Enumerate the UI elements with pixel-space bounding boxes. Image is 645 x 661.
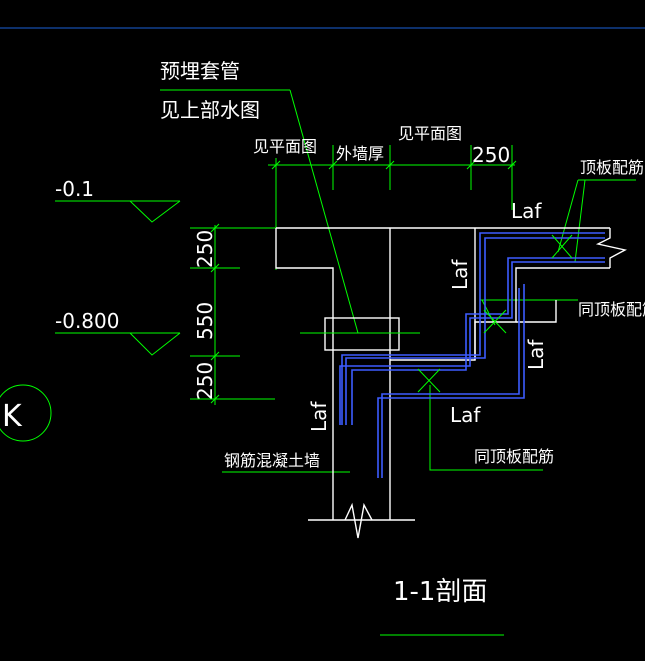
- label-dim-v-250-top: 250: [193, 230, 217, 268]
- label-top-slab-rebar: 顶板配筋: [580, 158, 644, 177]
- embedded-sleeve-box: [324, 317, 400, 351]
- label-laf-top: Laf: [511, 199, 542, 223]
- section-title: 1-1剖面: [393, 577, 487, 607]
- elevation-marker-2: [55, 332, 181, 356]
- rebar-cross-marks: [417, 234, 573, 393]
- label-axis-k: K: [2, 399, 23, 434]
- label-same-top-slab-rebar-bottom: 同顶板配筋: [474, 447, 554, 466]
- label-see-plan-right: 见平面图: [398, 124, 462, 143]
- label-dim-250-top: 250: [472, 143, 510, 167]
- label-elevation-1: -0.1: [55, 177, 94, 201]
- label-laf-right: Laf: [524, 339, 548, 370]
- leader-lines: [160, 89, 636, 473]
- label-laf-mid: Laf: [448, 259, 472, 290]
- label-laf-bottom: Laf: [450, 403, 481, 427]
- elevation-marker-1: [55, 200, 181, 223]
- label-rc-wall: 钢筋混凝土墙: [224, 451, 320, 470]
- left-dimension-chain: [190, 223, 285, 405]
- top-dimension-chain: [268, 145, 517, 270]
- rebar-lines: [339, 232, 605, 478]
- label-elevation-2: -0.800: [55, 309, 119, 333]
- label-dim-v-250-bottom: 250: [193, 362, 217, 400]
- label-see-plan-left: 见平面图: [253, 137, 317, 156]
- label-laf-left: Laf: [307, 401, 331, 432]
- label-same-top-slab-rebar-right: 同顶板配筋: [578, 300, 645, 319]
- label-embedded-sleeve: 预埋套管: [160, 59, 240, 83]
- label-dim-v-550: 550: [193, 302, 217, 340]
- label-outer-wall-thickness: 外墙厚: [336, 144, 384, 163]
- label-see-water-drawing: 见上部水图: [160, 98, 260, 122]
- axis-bubble-k: [0, 384, 52, 442]
